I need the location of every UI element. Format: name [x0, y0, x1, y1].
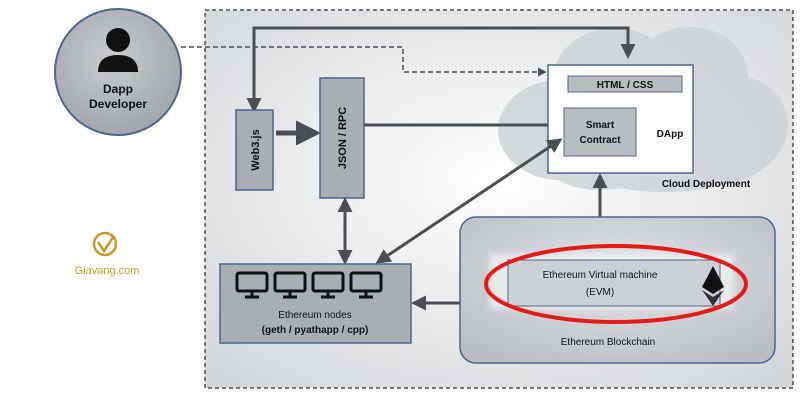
html-css-box [567, 75, 683, 93]
red-highlight-ring [484, 244, 748, 324]
user-icon [98, 28, 138, 72]
ethereum-blockchain-panel: Ethereum Virtual machine (EVM) Ethereum … [459, 216, 776, 364]
developer-label-1: Dapp [103, 82, 133, 96]
smart-contract-label-2: Contract [579, 135, 621, 146]
giavang-logo: Giavang.com [75, 231, 140, 277]
nodes-dapp-arrow [375, 138, 563, 264]
html-css-label: HTML / CSS [597, 80, 654, 91]
cloud-deployment-label: Cloud Deployment [662, 179, 751, 190]
nodes-label-1: Ethereum nodes [278, 310, 351, 321]
dapp-box: HTML / CSS Smart Contract DApp [547, 64, 694, 174]
evm-box [507, 259, 721, 307]
smart-contract-box [563, 107, 637, 157]
evm-label-1: Ethereum Virtual machine [543, 270, 658, 281]
web3-label: Web3.js [250, 129, 262, 170]
dapp-developer: Dapp Developer [54, 8, 182, 136]
developer-label-2: Developer [89, 97, 147, 111]
blockchain-label: Ethereum Blockchain [561, 337, 656, 348]
rpc-box: JSON / RPC [319, 77, 365, 199]
evm-label-2: (EVM) [586, 287, 614, 298]
ethereum-nodes-box: Ethereum nodes (geth / pyathapp / cpp) [219, 263, 412, 344]
top-bracket-line [246, 26, 636, 113]
monitor-icons [235, 271, 383, 299]
rpc-label: JSON / RPC [337, 107, 349, 169]
ethereum-logo-icon [702, 266, 724, 306]
web3-box: Web3.js [235, 109, 274, 191]
nodes-label-2: (geth / pyathapp / cpp) [262, 325, 369, 336]
smart-contract-label-1: Smart [586, 120, 615, 131]
watermark-text: Giavang.com [75, 265, 140, 277]
dapp-label: DApp [657, 129, 684, 140]
